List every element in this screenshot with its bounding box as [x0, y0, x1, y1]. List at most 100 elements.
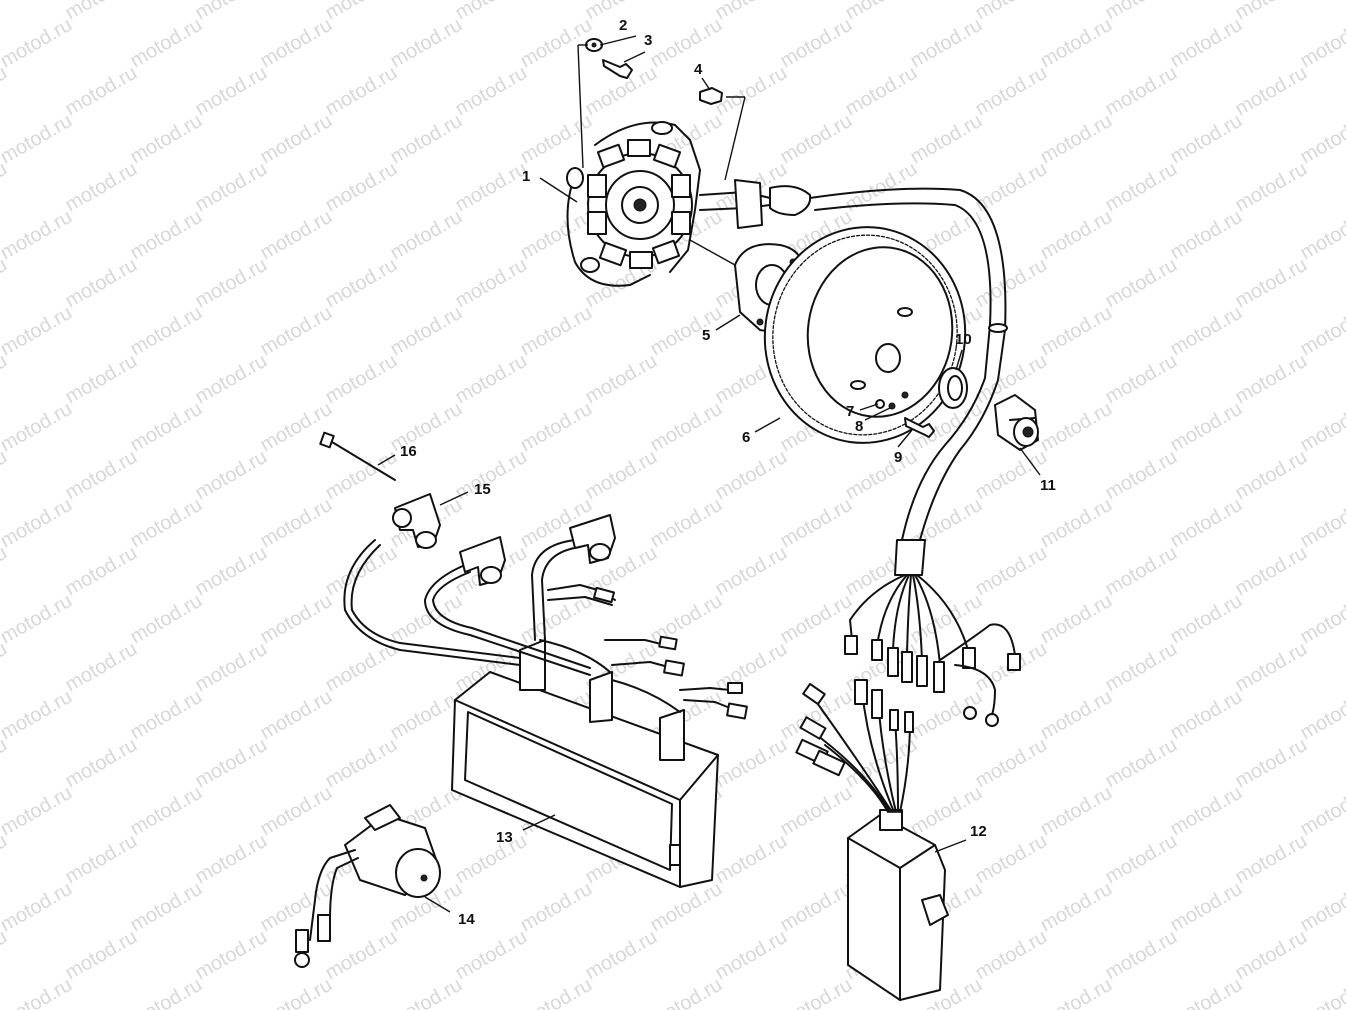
watermark-text: motod.ru [777, 14, 856, 73]
watermark-text: motod.ru [192, 0, 271, 24]
watermark-text: motod.ru [1297, 14, 1346, 73]
watermark-text: motod.ru [0, 398, 76, 457]
watermark-text: motod.ru [1232, 0, 1311, 24]
watermark-text: motod.ru [777, 494, 856, 553]
watermark-text: motod.ru [62, 638, 141, 697]
watermark-text: motod.ru [322, 542, 401, 601]
watermark-text: motod.ru [1102, 254, 1181, 313]
watermark-text: motod.ru [972, 0, 1051, 24]
watermark-text: motod.ru [647, 590, 726, 649]
watermark-text: motod.ru [1037, 494, 1116, 553]
watermark-text: motod.ru [387, 302, 466, 361]
watermark-text: motod.ru [517, 206, 596, 265]
watermark-text: motod.ru [1232, 926, 1311, 985]
watermark-text: motod.ru [1297, 206, 1346, 265]
watermark-text: motod.ru [127, 14, 206, 73]
watermark-text: motod.ru [62, 0, 141, 24]
watermark-text: motod.ru [647, 302, 726, 361]
watermark-text: motod.ru [127, 302, 206, 361]
watermark-text: motod.ru [972, 926, 1051, 985]
watermark-text: motod.ru [257, 302, 336, 361]
watermark-text: motod.ru [1102, 734, 1181, 793]
watermark-text: motod.ru [517, 302, 596, 361]
watermark-text: motod.ru [972, 542, 1051, 601]
watermark-text: motod.ru [1297, 302, 1346, 361]
oil-seal [938, 367, 968, 409]
watermark-text: motod.ru [257, 14, 336, 73]
watermark-text: motod.ru [647, 14, 726, 73]
watermark-text: motod.ru [907, 110, 986, 169]
watermark-text: motod.ru [1167, 302, 1246, 361]
watermark-text: motod.ru [1167, 398, 1246, 457]
watermark-text: motod.ru [1102, 542, 1181, 601]
callout-14: 14 [458, 911, 475, 928]
flywheel-fasteners [875, 399, 935, 438]
watermark-text: motod.ru [1232, 158, 1311, 217]
watermark-text: motod.ru [777, 110, 856, 169]
watermark-text: motod.ru [192, 158, 271, 217]
cdi-box [795, 679, 949, 1001]
watermark-text: motod.ru [1232, 446, 1311, 505]
watermark-text: motod.ru [1232, 62, 1311, 121]
watermark-text: motod.ru [0, 494, 76, 553]
watermark-text: motod.ru [62, 62, 141, 121]
callout-10: 10 [955, 331, 972, 348]
watermark-text: motod.ru [1037, 686, 1116, 745]
leader-lines [377, 35, 1041, 913]
watermark-text: motod.ru [1037, 590, 1116, 649]
watermark-text: motod.ru [192, 350, 271, 409]
watermark-text: motod.ru [712, 0, 791, 24]
watermark-text: motod.ru [192, 254, 271, 313]
watermark-text: motod.ru [1037, 782, 1116, 841]
watermark-text: motod.ru [582, 350, 661, 409]
watermark-text: motod.ru [1167, 878, 1246, 937]
watermark-text: motod.ru [1102, 0, 1181, 24]
watermark-text: motod.ru [517, 398, 596, 457]
callout-16: 16 [400, 443, 417, 460]
watermark-text: motod.ru [1297, 590, 1346, 649]
watermark-text: motod.ru [387, 206, 466, 265]
watermark-text: motod.ru [517, 110, 596, 169]
watermark-text: motod.ru [1102, 446, 1181, 505]
watermark-text: motod.ru [0, 110, 76, 169]
watermark-text: motod.ru [1167, 782, 1246, 841]
watermark-text: motod.ru [0, 302, 76, 361]
watermark-text: motod.ru [62, 254, 141, 313]
watermark-text: motod.ru [0, 590, 76, 649]
callout-5: 5 [702, 327, 710, 344]
callout-2: 2 [619, 17, 627, 34]
watermark-text: motod.ru [1102, 638, 1181, 697]
watermark-text: motod.ru [452, 830, 531, 889]
watermark-text: motod.ru [1167, 590, 1246, 649]
watermark-text: motod.ru [452, 0, 531, 24]
watermark-text: motod.ru [842, 62, 921, 121]
watermark-text: motod.ru [0, 974, 76, 1010]
watermark-text: motod.ru [62, 734, 141, 793]
spark-plug-leads [343, 514, 748, 720]
watermark-text: motod.ru [322, 62, 401, 121]
watermark-text: motod.ru [452, 158, 531, 217]
watermark-text: motod.ru [127, 398, 206, 457]
callout-3: 3 [644, 32, 652, 49]
watermark-text: motod.ru [1102, 926, 1181, 985]
watermark-text: motod.ru [1037, 974, 1116, 1010]
watermark-text: motod.ru [1037, 398, 1116, 457]
watermark-text: motod.ru [257, 974, 336, 1010]
watermark-text: motod.ru [192, 542, 271, 601]
watermark-text: motod.ru [582, 446, 661, 505]
callout-7: 7 [846, 403, 854, 420]
flywheel [763, 226, 967, 444]
watermark-text: motod.ru [452, 926, 531, 985]
watermark-text: motod.ru [777, 782, 856, 841]
watermark-text: motod.ru [1297, 878, 1346, 937]
watermark-text: motod.ru [192, 62, 271, 121]
watermark-text: motod.ru [972, 62, 1051, 121]
watermark-text: motod.ru [0, 686, 76, 745]
watermark-text: motod.ru [257, 686, 336, 745]
watermark-text: motod.ru [322, 0, 401, 24]
watermark-text: motod.ru [1037, 110, 1116, 169]
watermark-text: motod.ru [0, 782, 76, 841]
watermark-text: motod.ru [1232, 542, 1311, 601]
watermark-text: motod.ru [842, 0, 921, 24]
